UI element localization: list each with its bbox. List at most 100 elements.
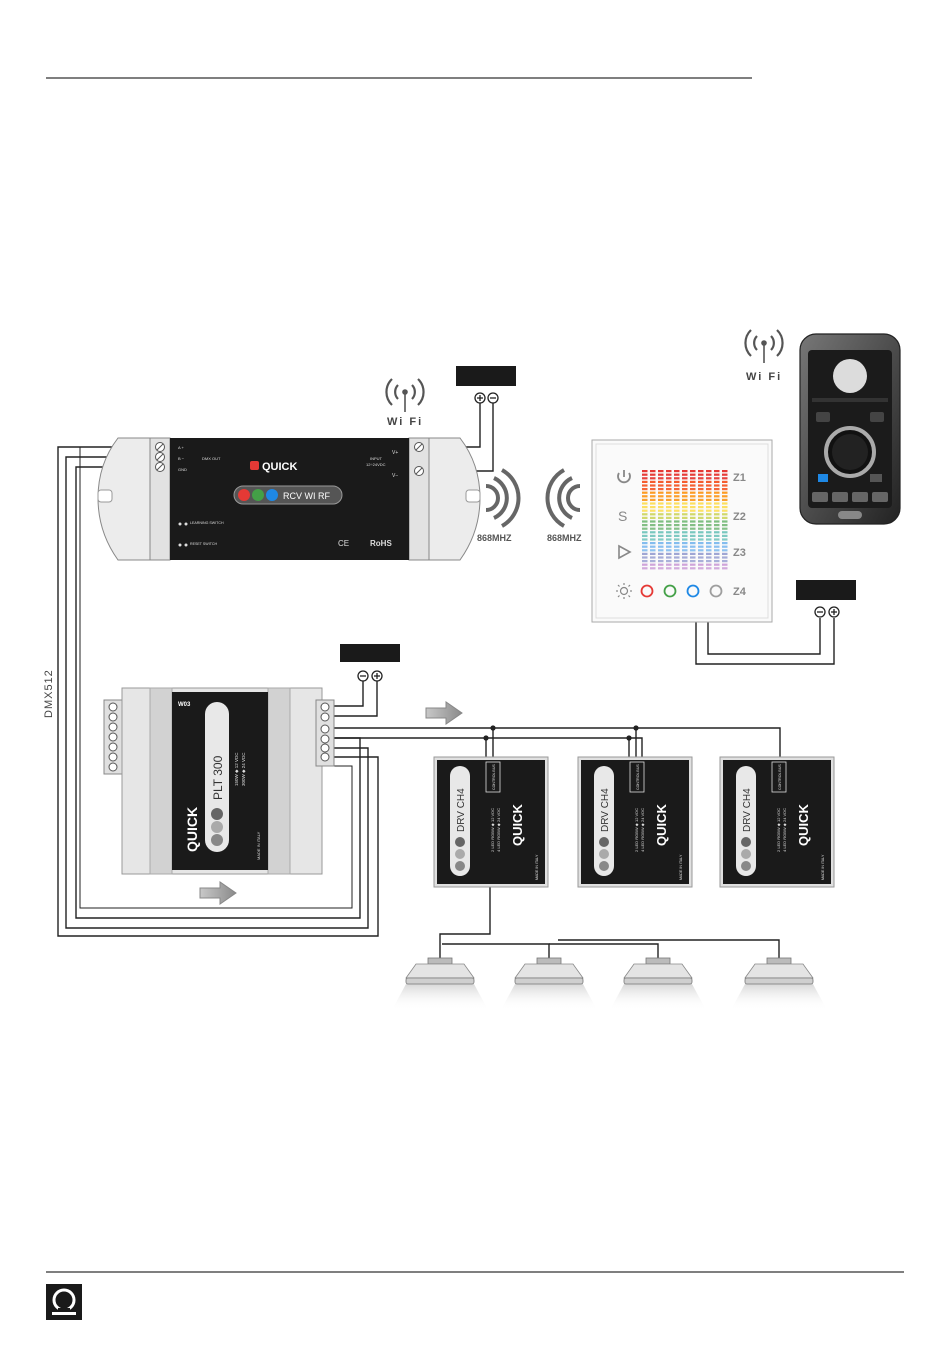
- spectrum-cell: [666, 513, 672, 516]
- spectrum-cell: [642, 506, 648, 509]
- spectrum-cell: [682, 560, 688, 563]
- spectrum-cell: [674, 556, 680, 559]
- footer-logo-icon: [46, 1284, 82, 1320]
- spectrum-cell: [658, 484, 664, 487]
- spectrum-cell: [642, 473, 648, 476]
- spectrum-cell: [674, 538, 680, 541]
- rf-frequency-left: 868MHZ: [477, 533, 512, 543]
- spectrum-cell: [642, 516, 648, 519]
- led-lamp: [501, 957, 597, 1010]
- plt-spec2: 300W ◆ 24 VDC: [241, 752, 246, 786]
- spectrum-cell: [674, 491, 680, 494]
- spectrum-cell: [658, 473, 664, 476]
- rcv-gnd-label: GND: [178, 467, 187, 472]
- led-lamp: [610, 957, 706, 1010]
- spectrum-cell: [666, 480, 672, 483]
- spectrum-cell: [690, 527, 696, 530]
- spectrum-cell: [650, 509, 656, 512]
- spectrum-cell: [642, 567, 648, 570]
- spectrum-cell: [642, 531, 648, 534]
- spectrum-cell: [690, 491, 696, 494]
- spectrum-cell: [642, 556, 648, 559]
- spectrum-cell: [642, 520, 648, 523]
- spectrum-cell: [706, 509, 712, 512]
- spectrum-cell: [714, 520, 720, 523]
- spectrum-cell: [642, 491, 648, 494]
- spectrum-cell: [674, 498, 680, 501]
- spectrum-cell: [682, 524, 688, 527]
- spectrum-cell: [722, 480, 728, 483]
- blue-ring: [686, 584, 700, 598]
- spectrum-cell: [650, 480, 656, 483]
- spectrum-cell: [674, 506, 680, 509]
- spectrum-cell: [682, 531, 688, 534]
- spectrum-cell: [682, 556, 688, 559]
- spectrum-cell: [650, 534, 656, 537]
- red-ring: [640, 584, 654, 598]
- spectrum-cell: [714, 498, 720, 501]
- spectrum-cell: [674, 549, 680, 552]
- spectrum-cell: [698, 556, 704, 559]
- spectrum-cell: [706, 520, 712, 523]
- spectrum-cell: [698, 506, 704, 509]
- plt-made-in: MADE IN ITALY: [256, 831, 261, 860]
- spectrum-cell: [666, 563, 672, 566]
- spectrum-cell: [650, 502, 656, 505]
- spectrum-cell: [690, 473, 696, 476]
- rcv-vplus-label: V+: [392, 450, 398, 456]
- spectrum-cell: [682, 498, 688, 501]
- spectrum-cell: [722, 516, 728, 519]
- spectrum-cell: [682, 516, 688, 519]
- spectrum-cell: [706, 488, 712, 491]
- spectrum-cell: [650, 484, 656, 487]
- spectrum-cell: [658, 502, 664, 505]
- drv-made-in: MADE IN ITALY: [679, 854, 683, 880]
- spectrum-cell: [658, 488, 664, 491]
- spectrum-cell: [674, 495, 680, 498]
- junction-dot: [626, 735, 632, 741]
- spectrum-cell: [698, 513, 704, 516]
- spectrum-cell: [666, 520, 672, 523]
- spectrum-cell: [690, 498, 696, 501]
- spectrum-cell: [658, 491, 664, 494]
- spectrum-cell: [674, 552, 680, 555]
- spectrum-cell: [714, 567, 720, 570]
- spectrum-cell: [682, 484, 688, 487]
- spectrum-cell: [698, 495, 704, 498]
- spectrum-cell: [706, 563, 712, 566]
- spectrum-cell: [666, 538, 672, 541]
- spectrum-cell: [682, 527, 688, 530]
- spectrum-cell: [682, 534, 688, 537]
- spectrum-cell: [706, 560, 712, 563]
- spectrum-cell: [682, 542, 688, 545]
- spectrum-cell: [682, 477, 688, 480]
- spectrum-cell: [722, 524, 728, 527]
- spectrum-cell: [674, 527, 680, 530]
- drv-brand: QUICK: [796, 804, 811, 847]
- spectrum-cell: [706, 502, 712, 505]
- drv-spec1: 2 LED RGBW ◆ 12 VDC: [776, 808, 781, 852]
- spectrum-cell: [722, 563, 728, 566]
- spectrum-cell: [682, 491, 688, 494]
- spectrum-cell: [706, 567, 712, 570]
- spectrum-cell: [666, 502, 672, 505]
- spectrum-cell: [706, 506, 712, 509]
- spectrum-cell: [714, 545, 720, 548]
- spectrum-cell: [690, 531, 696, 534]
- spectrum-cell: [722, 477, 728, 480]
- spectrum-cell: [722, 488, 728, 491]
- spectrum-cell: [650, 567, 656, 570]
- spectrum-cell: [690, 509, 696, 512]
- spectrum-cell: [642, 480, 648, 483]
- spectrum-cell: [706, 480, 712, 483]
- spectrum-cell: [674, 520, 680, 523]
- spectrum-cell: [690, 563, 696, 566]
- drv-spec2: 4 LED RGBW ◆ 24 VDC: [496, 808, 501, 852]
- drv-spec2: 4 LED RGBW ◆ 24 VDC: [782, 808, 787, 852]
- zone-z4: Z4: [733, 586, 747, 598]
- flow-arrow-icon: [425, 701, 463, 725]
- wifi-icon: [744, 329, 784, 363]
- spectrum-cell: [642, 552, 648, 555]
- spectrum-cell: [698, 520, 704, 523]
- spectrum-cell: [722, 545, 728, 548]
